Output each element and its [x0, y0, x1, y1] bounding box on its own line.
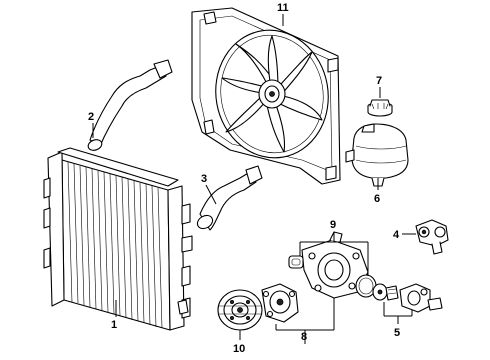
water-pump-housing [301, 231, 369, 299]
radiator [43, 147, 193, 331]
callout-10: 10 [233, 330, 245, 355]
callout-4: 4 [393, 229, 416, 241]
lower-radiator-hose [196, 165, 263, 231]
callout-5-label: 5 [394, 327, 400, 339]
water-pump-pulley [217, 289, 263, 331]
callout-11: 11 [277, 2, 289, 26]
callout-3-label: 3 [201, 173, 207, 185]
thermostat-housing [415, 219, 449, 255]
callout-1-label: 1 [111, 319, 117, 331]
cooling-fan-assembly [191, 7, 341, 185]
callout-10-label: 10 [233, 343, 245, 355]
callout-8-label: 8 [301, 331, 307, 343]
callout-2-label: 2 [88, 111, 94, 123]
thermostat [372, 283, 399, 301]
pump-gasket-small [288, 255, 304, 269]
callout-5: 5 [383, 302, 413, 339]
callout-8: 8 [275, 298, 335, 344]
callout-2: 2 [88, 111, 94, 138]
water-pump-body [261, 283, 299, 323]
callout-9-label: 9 [330, 219, 336, 231]
callout-7: 7 [376, 75, 382, 98]
callout-4-label: 4 [393, 229, 400, 241]
callout-11-label: 11 [277, 2, 289, 14]
callout-3: 3 [201, 173, 217, 205]
callout-9: 9 [299, 219, 369, 276]
water-outlet [399, 283, 443, 313]
coolant-reservoir [345, 123, 409, 187]
coolant-reservoir-cap [367, 99, 393, 117]
callout-6: 6 [374, 178, 380, 205]
callout-6-label: 6 [374, 193, 380, 205]
callout-7-label: 7 [376, 75, 382, 87]
callout-1: 1 [111, 300, 117, 331]
upper-radiator-hose [87, 59, 173, 151]
